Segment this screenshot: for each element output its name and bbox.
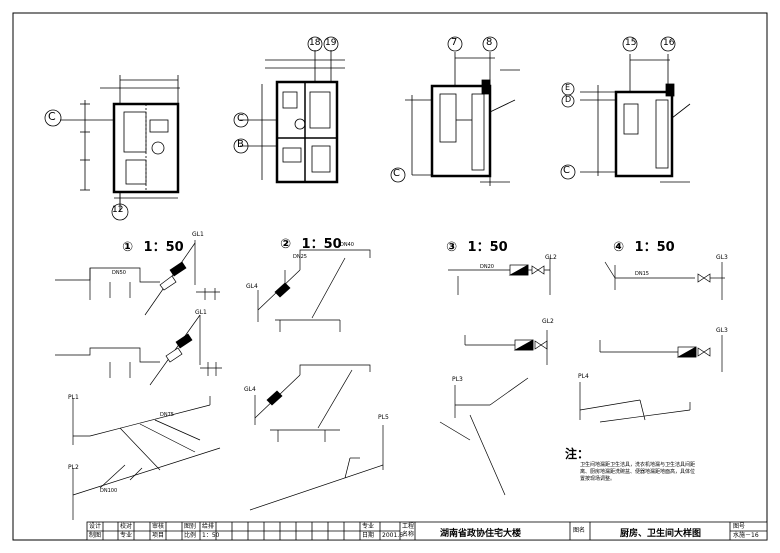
- iso-2-lower: [254, 364, 371, 442]
- note-title: 注：: [565, 447, 590, 461]
- iso-1-lower: [55, 314, 222, 386]
- plan-2-axes: [233, 36, 339, 154]
- pl-label-1: PL1: [68, 394, 79, 401]
- axis-label-c-1: C: [48, 110, 56, 123]
- pipe-label-dn50: DN50: [112, 270, 126, 276]
- iso-3: [439, 258, 551, 496]
- note-text: 卫生间地漏距卫生洁具，洗衣机地漏与卫生洁具间距离、厨房地漏距洗碗盆、便器地漏距地…: [580, 462, 696, 482]
- plan-3: [405, 52, 520, 186]
- view-3-scale: ③ 1：50: [446, 236, 508, 255]
- pipe-label-dn20: DN20: [480, 264, 494, 270]
- tb-value-2: 1：50: [202, 532, 220, 539]
- tb-role-5: 专业: [362, 523, 375, 530]
- axis-label-c-3: C: [393, 168, 400, 179]
- iso-4: [579, 261, 725, 423]
- axis-label-7: 7: [451, 37, 458, 48]
- plan-4-axes: [560, 36, 676, 180]
- gl-label-3: GL3: [716, 254, 728, 261]
- plan-1: [60, 75, 180, 212]
- tb-role-2: 校对: [120, 523, 133, 530]
- view-1-scale: ① 1：50: [122, 236, 184, 255]
- iso-1-drain: [72, 396, 221, 520]
- pl-label-4: PL4: [578, 373, 589, 380]
- tb-role-6: 制图: [89, 532, 102, 539]
- view-4-number: ④: [613, 240, 625, 255]
- tb-value-3: 2001.6: [382, 532, 403, 539]
- plan-2: [240, 50, 345, 184]
- tb-drawing-title: 厨房、卫生间大样图: [620, 529, 702, 539]
- pipe-label-dn100: DN100: [100, 488, 118, 494]
- axis-label-d-4: D: [565, 95, 572, 104]
- plan-4: [580, 54, 691, 183]
- tb-no-value: 水施－16: [733, 532, 759, 539]
- view-1-number: ①: [122, 240, 134, 255]
- gl-label-3b: GL3: [716, 327, 728, 334]
- axis-label-b-2: B: [237, 139, 244, 150]
- tb-role-1: 设计: [89, 523, 102, 530]
- axis-label-e-4: E: [565, 83, 571, 92]
- pl-label-2: PL2: [68, 464, 79, 471]
- gl-label-4b: GL4: [244, 386, 256, 393]
- view-3-scale-text: 1：50: [467, 240, 508, 255]
- axis-label-16: 16: [663, 38, 675, 48]
- iso-1-upper: [55, 240, 220, 316]
- view-4-scale: ④ 1：50: [613, 236, 675, 255]
- view-2-scale: ② 1：50: [280, 233, 342, 252]
- tb-role-9: 比例: [184, 532, 197, 539]
- tb-project-name: 湖南省政协住宅大楼: [440, 529, 522, 539]
- view-1-scale-text: 1：50: [143, 240, 184, 255]
- axis-label-15: 15: [625, 38, 637, 48]
- tb-role-4: 图别: [184, 523, 197, 530]
- plan-3-axes: [390, 36, 498, 183]
- iso-2-upper: [257, 249, 371, 332]
- view-2-number: ②: [280, 237, 292, 252]
- axis-label-19: 19: [325, 38, 337, 48]
- gl-label-1b: GL1: [195, 309, 207, 316]
- plan-1-axes: [44, 109, 129, 221]
- gl-label-4: GL4: [246, 283, 258, 290]
- tb-project-label: 工程名称: [402, 523, 415, 538]
- pipe-label-dn75: DN75: [160, 412, 174, 418]
- tb-role-8: 项目: [152, 532, 165, 539]
- pl-label-5: PL5: [378, 414, 389, 421]
- tb-drawing-label: 图名: [573, 527, 586, 534]
- axis-label-8: 8: [486, 37, 493, 48]
- axis-label-c-4: C: [563, 165, 570, 176]
- pipe-label-dn40: DN40: [340, 242, 354, 248]
- tb-role-10: 日期: [362, 532, 375, 539]
- axis-label-18: 18: [309, 38, 321, 48]
- tb-value-1: 给排: [202, 523, 215, 530]
- title-block: [86, 521, 768, 541]
- view-4-scale-text: 1：50: [634, 240, 675, 255]
- view-2-scale-text: 1：50: [301, 237, 342, 252]
- axis-label-c-2: C: [237, 113, 244, 124]
- tb-no-label: 图号: [733, 523, 746, 530]
- pl-label-3: PL3: [452, 376, 463, 383]
- iso-2-drain: [249, 425, 384, 511]
- gl-label-2: GL2: [545, 254, 557, 261]
- gl-label-2b: GL2: [542, 318, 554, 325]
- pipe-label-dn15: DN15: [635, 271, 649, 277]
- tb-role-3: 审核: [152, 523, 165, 530]
- axis-label-12: 12: [112, 205, 124, 215]
- tb-role-7: 专业: [120, 532, 133, 539]
- pipe-label-dn25: DN25: [293, 254, 307, 260]
- view-3-number: ③: [446, 240, 458, 255]
- gl-label-1: GL1: [192, 231, 204, 238]
